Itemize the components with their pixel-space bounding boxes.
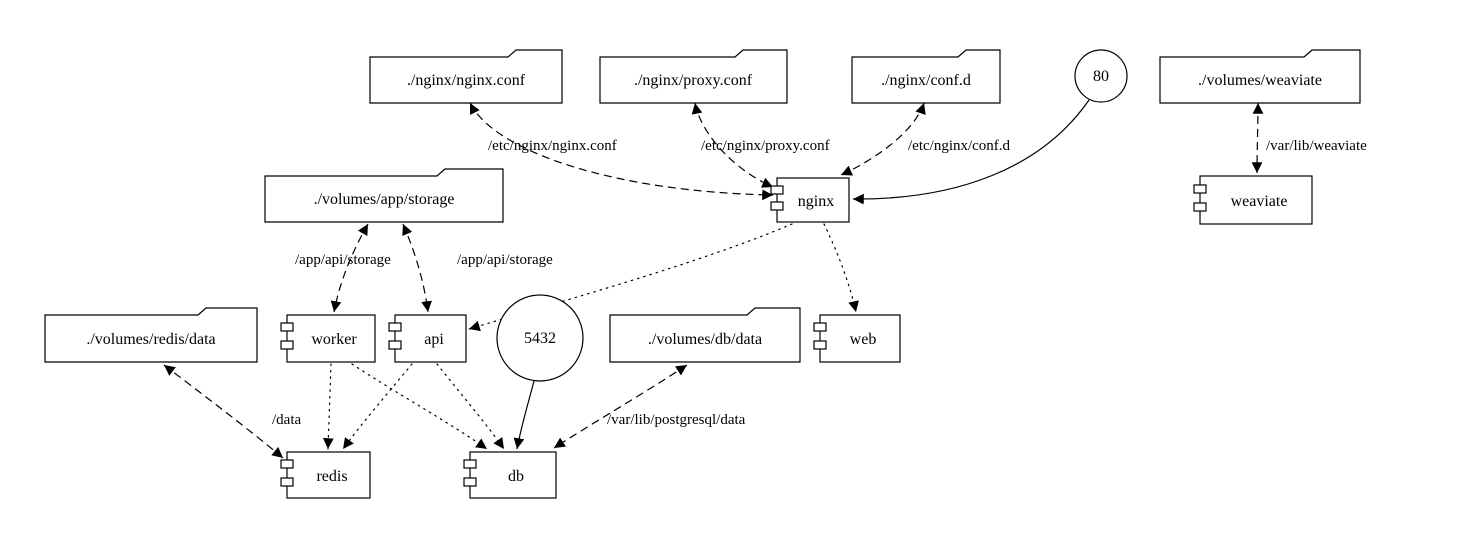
node-label: ./nginx/nginx.conf	[407, 72, 526, 89]
component-box	[286, 314, 376, 363]
node-folder-volumes-db-data: ./volumes/db/data	[609, 307, 801, 363]
node-folder-conf-d: ./nginx/conf.d	[851, 49, 1001, 104]
edge-label-proxy-conf-mount: /etc/nginx/proxy.conf	[701, 138, 830, 154]
edge-conf-d-to-nginx	[840, 102, 926, 176]
folder-icon	[1159, 49, 1361, 104]
component-tab-icon	[1193, 202, 1207, 212]
edge-label-redis-mount: /data	[272, 412, 301, 428]
node-label: web	[850, 331, 877, 348]
component-tab-icon	[770, 185, 784, 195]
node-folder-proxy-conf: ./nginx/proxy.conf	[599, 49, 788, 104]
node-port-80: 80	[1074, 49, 1128, 103]
component-tab-icon	[463, 477, 477, 487]
node-component-web: web	[813, 314, 901, 363]
component-tab-icon	[280, 322, 294, 332]
component-tab-icon	[388, 322, 402, 332]
node-label: ./volumes/redis/data	[86, 331, 215, 348]
component-tab-icon	[280, 477, 294, 487]
edge-app-storage-to-api	[402, 223, 432, 313]
node-component-worker: worker	[280, 314, 376, 363]
node-label: ./nginx/conf.d	[881, 72, 971, 89]
edge-label-worker-storage: /app/api/storage	[295, 252, 391, 268]
node-folder-volumes-weaviate: ./volumes/weaviate	[1159, 49, 1361, 104]
node-label: nginx	[798, 193, 834, 210]
edge-worker-to-redis	[322, 363, 334, 450]
port-circle-icon	[1074, 49, 1128, 103]
component-tab-icon	[280, 459, 294, 469]
node-label: worker	[311, 331, 357, 348]
component-tab-icon	[770, 201, 784, 211]
node-folder-volumes-app-storage: ./volumes/app/storage	[264, 168, 504, 223]
folder-icon	[264, 168, 504, 223]
node-component-db: db	[463, 451, 557, 499]
node-label: db	[508, 468, 524, 485]
edge-app-storage-to-worker	[330, 223, 369, 313]
node-component-weaviate: weaviate	[1193, 175, 1313, 225]
edge-proxy-conf-to-nginx	[691, 102, 774, 188]
edge-nginx-conf-to-nginx	[469, 102, 774, 201]
node-label: redis	[316, 468, 347, 485]
edge-redis-data-to-redis	[163, 364, 284, 459]
folder-icon	[369, 49, 563, 104]
edge-label-nginx-conf-mount: /etc/nginx/nginx.conf	[488, 138, 617, 154]
edge-worker-to-db	[351, 363, 488, 450]
edge-db-data-to-db	[553, 364, 688, 449]
node-label: ./nginx/proxy.conf	[634, 72, 753, 89]
component-tab-icon	[813, 322, 827, 332]
node-folder-nginx-conf: ./nginx/nginx.conf	[369, 49, 563, 104]
node-component-api: api	[388, 314, 467, 363]
edge-label-conf-d-mount: /etc/nginx/conf.d	[908, 138, 1011, 154]
component-tab-icon	[1193, 184, 1207, 194]
edge-labels: /etc/nginx/nginx.conf /etc/nginx/proxy.c…	[272, 138, 1367, 428]
port-circle-icon	[496, 294, 584, 382]
edges	[163, 99, 1264, 459]
component-tab-icon	[463, 459, 477, 469]
node-label: ./volumes/app/storage	[314, 191, 455, 208]
node-component-nginx: nginx	[770, 177, 850, 223]
edge-port-5432-to-db	[513, 380, 535, 450]
component-tab-icon	[813, 340, 827, 350]
component-box	[819, 314, 901, 363]
node-folder-volumes-redis-data: ./volumes/redis/data	[44, 307, 258, 363]
component-box	[286, 451, 371, 499]
node-label: ./volumes/weaviate	[1198, 72, 1322, 89]
node-port-5432: 5432	[496, 294, 584, 382]
node-label: ./volumes/db/data	[648, 331, 762, 348]
edge-label-weaviate-mount: /var/lib/weaviate	[1266, 138, 1367, 154]
node-label: weaviate	[1231, 193, 1288, 210]
component-box	[394, 314, 467, 363]
edge-port-80-to-nginx	[852, 99, 1090, 205]
node-label: 80	[1093, 68, 1109, 85]
node-label: api	[424, 331, 444, 348]
edge-label-db-mount: /var/lib/postgresql/data	[607, 412, 746, 428]
node-label: 5432	[524, 330, 556, 347]
edge-nginx-to-api	[468, 223, 793, 332]
folder-icon	[851, 49, 1001, 104]
edge-api-to-db	[436, 363, 505, 450]
component-box	[1199, 175, 1313, 225]
component-tab-icon	[280, 340, 294, 350]
folder-icon	[44, 307, 258, 363]
component-tab-icon	[388, 340, 402, 350]
edge-volumes-weaviate-to-weaviate	[1251, 102, 1264, 174]
edge-api-to-redis	[342, 363, 413, 450]
folder-icon	[609, 307, 801, 363]
edge-nginx-to-web	[823, 223, 859, 313]
component-box	[469, 451, 557, 499]
folder-icon	[599, 49, 788, 104]
node-component-redis: redis	[280, 451, 371, 499]
component-box	[776, 177, 850, 223]
edge-label-api-storage: /app/api/storage	[457, 252, 553, 268]
